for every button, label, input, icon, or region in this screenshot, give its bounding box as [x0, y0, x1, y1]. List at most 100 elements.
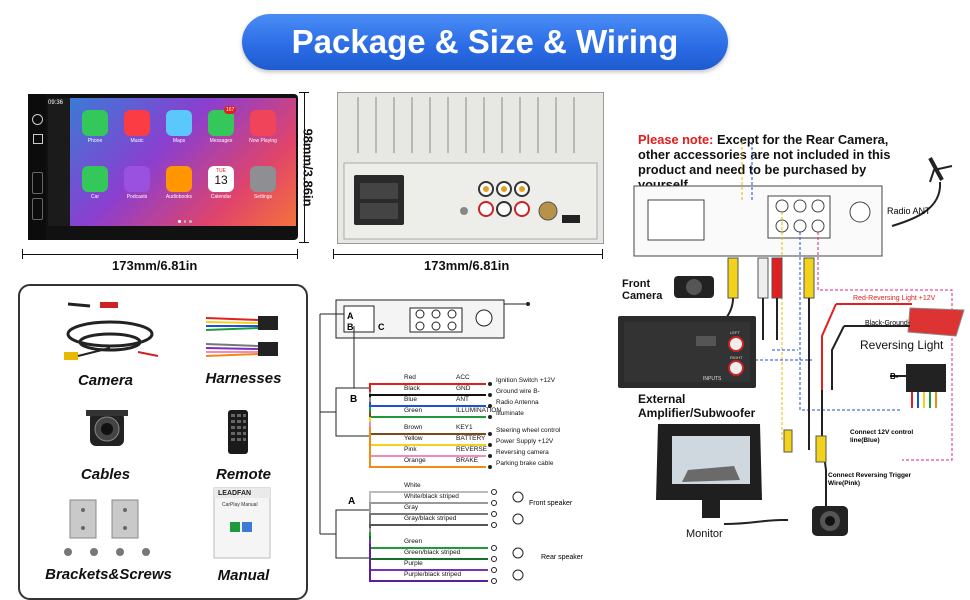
wire-terminal	[488, 393, 492, 397]
dim-line-front	[22, 254, 298, 255]
label-cables: Cables	[80, 466, 131, 483]
app-label: Phone	[87, 138, 103, 144]
conn-c-top: C	[378, 322, 385, 332]
package-art	[64, 302, 278, 559]
label-harnesses: Harnesses	[205, 370, 282, 387]
camera-cable-art	[64, 302, 159, 360]
package-box	[18, 284, 308, 600]
conn-a-label: A	[348, 496, 356, 507]
wire-terminal	[488, 404, 492, 408]
red-reversing-light-label: Red-Reversing Light +12V	[853, 295, 936, 302]
wire-color-label: Purple/black striped	[404, 571, 462, 578]
reversing-light-label: Reversing Light	[860, 338, 944, 352]
harness-art	[205, 316, 278, 357]
app-icon-settings[interactable]	[250, 166, 276, 192]
wire-desc-label: Illuminate	[496, 410, 524, 417]
dim-tick	[297, 249, 298, 259]
screen-time: 09:36	[48, 100, 64, 106]
app-icon-now-playing[interactable]	[250, 110, 276, 136]
wire-func-label: KEY1	[456, 424, 473, 431]
app-label: Maps	[172, 138, 186, 144]
wire-color-label: Green	[404, 407, 423, 414]
usb-port	[32, 172, 43, 194]
wire-desc-label: Ground wire B-	[496, 388, 540, 395]
dim-back-width: 173mm/6.81in	[424, 258, 510, 273]
wire-color-label: Green	[404, 538, 423, 545]
wire-func-label: REVERSE	[456, 446, 488, 453]
wire-color-label: Yellow	[404, 435, 423, 442]
monitor-label: Monitor	[686, 528, 723, 540]
wire-func-label: ANT	[456, 396, 469, 403]
rear-speaker-label: Rear speaker	[541, 554, 584, 561]
wire-color-label: Black	[404, 385, 420, 392]
wire-func-label: ILLUMINATION	[456, 407, 502, 414]
amp-left-label: LEFT	[730, 330, 740, 335]
wire-color-label: Gray/black striped	[404, 515, 457, 522]
wire-desc-label: Ignition Switch +12V	[496, 377, 556, 384]
manual-title: CarPlay Manual	[222, 502, 258, 508]
control-line-label: Connect 12V control line(Blue)	[850, 429, 914, 444]
speaker-terminal	[491, 545, 497, 551]
wire-color-label: Blue	[404, 396, 418, 403]
connection-art	[618, 140, 965, 536]
wire-desc-label: Steering wheel control	[496, 427, 561, 434]
app-icon-maps[interactable]	[166, 110, 192, 136]
radio-ant-label: Radio ANT	[887, 206, 931, 216]
app-icon-messages[interactable]	[208, 110, 234, 136]
app-icon-audiobooks[interactable]	[166, 166, 192, 192]
speaker-icon	[512, 491, 524, 503]
speaker-terminal	[491, 578, 497, 584]
app-icon-music[interactable]	[124, 110, 150, 136]
wire-color-label: Red	[404, 374, 416, 381]
wire-func-label: BATTERY	[456, 435, 486, 442]
wire-color-label: White/black striped	[404, 493, 459, 500]
dim-line-back	[333, 254, 603, 255]
wire-terminal	[488, 382, 492, 386]
conn-b-label: B	[350, 394, 358, 405]
app-icon-phone[interactable]	[82, 110, 108, 136]
wire-terminal	[488, 432, 492, 436]
external-amp-label: External Amplifier/Subwoofer	[638, 392, 756, 420]
label-camera: Camera	[77, 372, 134, 389]
wire-terminal	[488, 443, 492, 447]
wire-line	[369, 532, 488, 549]
wire-func-label: ACC	[456, 374, 470, 381]
page-dots	[178, 220, 193, 223]
remote-art	[228, 410, 248, 454]
back-panel-art	[343, 97, 598, 240]
screen-sidebar	[48, 98, 70, 226]
app-label: Messages	[209, 138, 233, 144]
title-banner: Package & Size & Wiring	[242, 14, 728, 70]
wiring-art	[319, 299, 530, 584]
amp-inputs-label: INPUTS	[703, 376, 722, 382]
messages-badge: 167	[224, 106, 237, 114]
note-label: Please note:	[638, 132, 714, 147]
wire-terminal	[488, 454, 492, 458]
wire-color-label: Purple	[404, 560, 423, 567]
speaker-terminal	[491, 500, 497, 506]
dim-tick	[333, 249, 334, 259]
dim-tick	[22, 249, 23, 259]
app-icon-podcasts[interactable]	[124, 166, 150, 192]
power-icon	[32, 114, 43, 125]
rear-camera-art	[86, 410, 128, 446]
app-label: Music	[130, 138, 144, 144]
label-remote: Remote	[215, 466, 271, 483]
speaker-icon	[512, 513, 524, 525]
wire-color-label: Orange	[404, 457, 426, 464]
usb-port-2	[32, 198, 43, 220]
app-icon-car[interactable]	[82, 166, 108, 192]
wire-desc-label: Power Supply +12V	[496, 438, 554, 445]
brackets-art	[64, 499, 150, 556]
wire-terminal	[488, 465, 492, 469]
dim-line-height	[304, 92, 305, 242]
b-minus-label: B-	[890, 372, 899, 381]
home-icon	[33, 134, 43, 144]
label-manual: Manual	[217, 567, 270, 584]
speaker-terminal	[491, 556, 497, 562]
manual-brand: LEADFAN	[218, 490, 252, 497]
speaker-icon	[512, 547, 524, 559]
